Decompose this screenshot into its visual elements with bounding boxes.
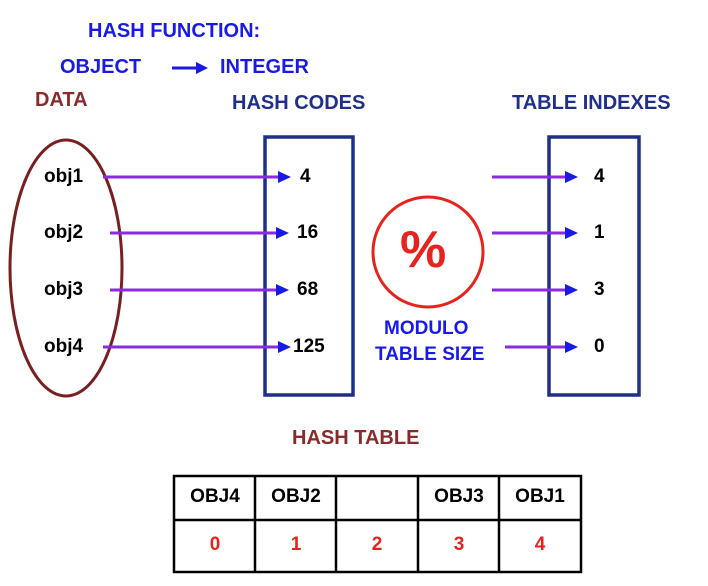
table-indexes-label: TABLE INDEXES xyxy=(512,92,671,114)
hash-table-cell: OBJ3 xyxy=(434,486,484,507)
hash-table-index: 0 xyxy=(209,534,221,555)
hash-code-value: 68 xyxy=(297,279,319,300)
arrowhead-index-4 xyxy=(565,341,578,353)
title-arrow-head xyxy=(196,62,208,74)
hash-table-cell: OBJ4 xyxy=(190,486,240,507)
table-index-value: 1 xyxy=(594,222,605,243)
hash-code-value: 4 xyxy=(300,166,311,187)
data-ellipse xyxy=(8,138,124,398)
hash-table-label: HASH TABLE xyxy=(292,427,420,449)
object-label: obj2 xyxy=(44,222,84,243)
hash-code-value: 125 xyxy=(293,336,325,357)
arrowhead-obj3 xyxy=(276,284,289,296)
modulo-symbol: % xyxy=(400,221,447,279)
object-label: obj1 xyxy=(44,166,84,187)
table-indexes-box xyxy=(547,135,641,397)
hash-table-border xyxy=(172,474,583,574)
modulo-circle xyxy=(371,195,485,309)
modulo-to-index-arrowheads xyxy=(565,171,578,353)
modulo-to-index-arrows xyxy=(492,175,568,349)
title-object: OBJECT xyxy=(60,56,142,78)
arrowhead-obj4 xyxy=(278,341,291,353)
object-label: obj3 xyxy=(44,279,84,300)
arrowhead-obj1 xyxy=(278,171,291,183)
table-size-label: TABLE SIZE xyxy=(375,344,485,365)
hash-table-index: 1 xyxy=(290,534,302,555)
arrowhead-index-3 xyxy=(565,284,578,296)
hash-table-index: 3 xyxy=(453,534,465,555)
hash-table-index: 4 xyxy=(534,534,546,555)
hash-table-cell: OBJ1 xyxy=(515,486,565,507)
table-index-value: 4 xyxy=(594,166,605,187)
hash-table-grid xyxy=(172,474,583,574)
diagram-title: HASH FUNCTION: xyxy=(88,20,261,42)
data-label: DATA xyxy=(35,89,88,111)
hash-table-index: 2 xyxy=(371,534,383,555)
modulo-label: MODULO xyxy=(384,318,469,339)
hash-table-cell: OBJ2 xyxy=(271,486,321,507)
hash-code-value: 16 xyxy=(297,222,319,243)
hash-codes-label: HASH CODES xyxy=(232,92,366,114)
object-label: obj4 xyxy=(44,336,84,357)
arrowhead-index-1 xyxy=(565,171,578,183)
arrowhead-index-2 xyxy=(565,227,578,239)
table-index-value: 0 xyxy=(594,336,605,357)
table-index-value: 3 xyxy=(594,279,605,300)
data-to-hash-arrowheads xyxy=(276,171,291,353)
arrowhead-obj2 xyxy=(276,227,289,239)
title-integer: INTEGER xyxy=(220,56,309,78)
data-to-hash-arrows xyxy=(103,175,282,349)
hash-codes-box xyxy=(263,135,355,397)
